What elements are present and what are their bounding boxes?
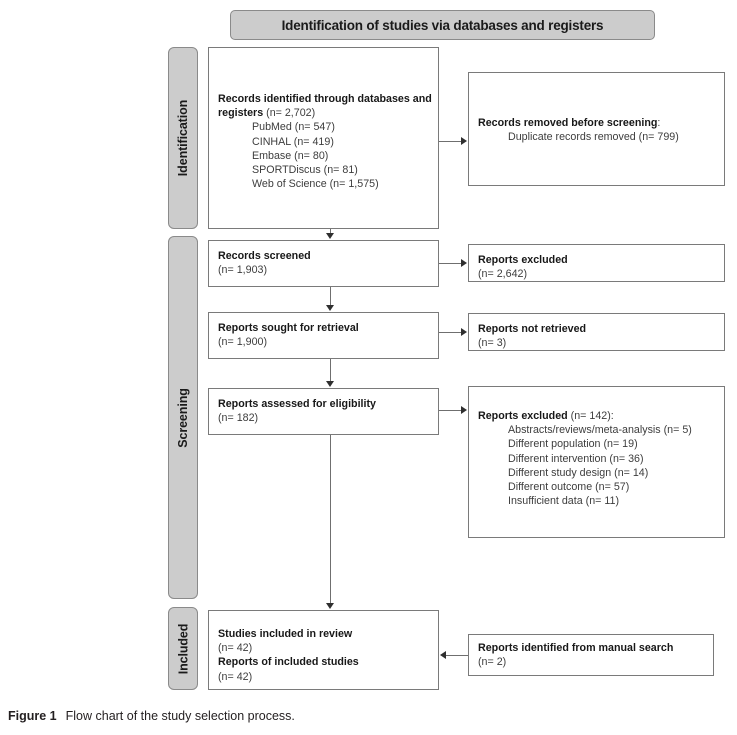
connector-assessed-to-included — [330, 435, 331, 604]
exclusion-reason: Different population (n= 19) — [508, 438, 638, 451]
manual-search-title: Reports identified from manual search — [478, 642, 674, 654]
box-reports-assessed: Reports assessed for eligibility (n= 182… — [208, 388, 439, 435]
records-screened-count: (n= 1,903) — [218, 264, 268, 277]
records-identified-count: (n= 2,702) — [266, 107, 316, 120]
box-reports-assessed-content: Reports assessed for eligibility (n= 182… — [218, 397, 432, 425]
connector-screened-to-excluded — [439, 263, 462, 264]
reports-included-count: (n= 42) — [218, 670, 253, 683]
connector-manual-search-to-included — [446, 655, 468, 656]
banner-label: Identification of studies via databases … — [281, 17, 604, 33]
records-removed-detail: Duplicate records removed (n= 799) — [508, 131, 679, 144]
box-studies-included-content: Studies included in review (n= 42) Repor… — [218, 627, 432, 684]
reports-not-retrieved-count: (n= 3) — [478, 337, 507, 350]
records-screened-title: Records screened — [218, 250, 311, 262]
reports-excluded-eligibility-title-text: Reports excluded — [478, 410, 568, 422]
reports-sought-title: Reports sought for retrieval — [218, 322, 359, 334]
box-reports-excluded-screening: Reports excluded (n= 2,642) — [468, 244, 725, 282]
reports-assessed-count: (n= 182) — [218, 412, 259, 425]
box-reports-sought: Reports sought for retrieval (n= 1,900) — [208, 312, 439, 359]
stage-tab-screening: Screening — [168, 236, 198, 599]
box-reports-excluded-eligibility: Reports excluded (n= 142): Abstracts/rev… — [468, 386, 725, 538]
reports-excluded-eligibility-count: (n= 142): — [570, 410, 614, 422]
studies-included-title: Studies included in review — [218, 628, 353, 640]
stage-tab-included: Included — [168, 607, 198, 690]
exclusion-reason: Different study design (n= 14) — [508, 466, 649, 479]
records-removed-colon: : — [657, 117, 661, 129]
box-records-identified-content: Records identified through databases and… — [218, 92, 432, 191]
box-manual-search: Reports identified from manual search (n… — [468, 634, 714, 676]
arrowhead-down-icon — [326, 381, 334, 387]
box-manual-search-content: Reports identified from manual search (n… — [478, 641, 707, 669]
connector-sought-to-not-retrieved — [439, 332, 462, 333]
exclusion-reason: Different outcome (n= 57) — [508, 481, 630, 494]
box-records-screened-content: Records screened (n= 1,903) — [218, 249, 432, 277]
box-records-identified: Records identified through databases and… — [208, 47, 439, 229]
records-identified-title: Records identified through databases and… — [218, 92, 432, 120]
arrowhead-down-icon — [326, 233, 334, 239]
manual-search-count: (n= 2) — [478, 656, 507, 669]
reports-assessed-title: Reports assessed for eligibility — [218, 398, 376, 410]
box-reports-not-retrieved: Reports not retrieved (n= 3) — [468, 313, 725, 351]
diagram-banner-title: Identification of studies via databases … — [230, 10, 655, 40]
arrowhead-left-icon — [440, 651, 446, 659]
connector-sought-to-assessed — [330, 359, 331, 382]
exclusion-reason: Different intervention (n= 36) — [508, 452, 644, 465]
arrowhead-right-icon — [461, 328, 467, 336]
records-identified-source: Embase (n= 80) — [252, 149, 329, 162]
figure-caption: Figure 1 Flow chart of the study selectio… — [8, 709, 295, 723]
reports-not-retrieved-title: Reports not retrieved — [478, 323, 587, 335]
records-identified-source: SPORTDiscus (n= 81) — [252, 164, 358, 177]
box-records-removed-content: Records removed before screening: Duplic… — [478, 116, 718, 144]
figure-caption-label: Figure 1 — [8, 709, 57, 723]
reports-excluded-eligibility-title: Reports excluded (n= 142): — [478, 409, 718, 423]
connector-screened-to-sought — [330, 287, 331, 306]
box-reports-not-retrieved-content: Reports not retrieved (n= 3) — [478, 322, 718, 350]
stage-tab-identification-label: Identification — [176, 99, 191, 177]
studies-included-count: (n= 42) — [218, 642, 253, 655]
reports-included-title: Reports of included studies — [218, 656, 359, 669]
records-identified-source: PubMed (n= 547) — [252, 121, 335, 134]
arrowhead-down-icon — [326, 305, 334, 311]
stage-tab-screening-label: Screening — [176, 387, 191, 448]
records-identified-source: CINHAL (n= 419) — [252, 135, 334, 148]
reports-excluded-screening-count: (n= 2,642) — [478, 268, 528, 281]
box-reports-excluded-eligibility-content: Reports excluded (n= 142): Abstracts/rev… — [478, 409, 718, 508]
arrowhead-right-icon — [461, 406, 467, 414]
arrowhead-right-icon — [461, 259, 467, 267]
reports-excluded-screening-title: Reports excluded — [478, 254, 568, 266]
figure-caption-text: Flow chart of the study selection proces… — [65, 709, 295, 723]
exclusion-reason: Insufficient data (n= 11) — [508, 495, 620, 508]
stage-tab-included-label: Included — [176, 623, 190, 674]
records-identified-title-text: Records identified through databases and… — [218, 93, 432, 120]
records-removed-title-text: Records removed before screening — [478, 117, 658, 129]
connector-assessed-to-excluded — [439, 410, 462, 411]
box-studies-included: Studies included in review (n= 42) Repor… — [208, 610, 439, 690]
arrowhead-down-icon — [326, 603, 334, 609]
box-records-removed: Records removed before screening: Duplic… — [468, 72, 725, 186]
reports-sought-count: (n= 1,900) — [218, 336, 268, 349]
connector-identified-to-screened — [330, 229, 331, 234]
exclusion-reason: Abstracts/reviews/meta-analysis (n= 5) — [508, 424, 692, 437]
box-reports-excluded-screening-content: Reports excluded (n= 2,642) — [478, 253, 718, 281]
connector-identified-to-removed — [439, 141, 462, 142]
stage-tab-identification: Identification — [168, 47, 198, 229]
box-reports-sought-content: Reports sought for retrieval (n= 1,900) — [218, 321, 432, 349]
arrowhead-right-icon — [461, 137, 467, 145]
box-records-screened: Records screened (n= 1,903) — [208, 240, 439, 287]
records-identified-source: Web of Science (n= 1,575) — [252, 178, 379, 191]
records-removed-title: Records removed before screening: — [478, 116, 718, 130]
